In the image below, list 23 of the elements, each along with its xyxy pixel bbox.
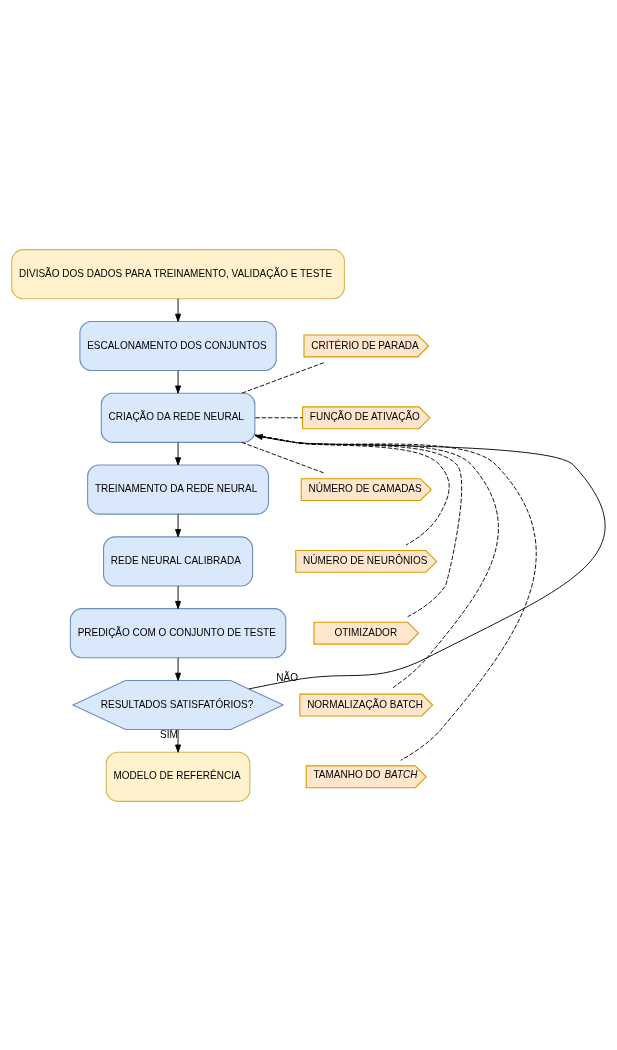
node-box: MODELO DE REFERÊNCIA [105,751,251,802]
node-box: CRIAÇÃO DA REDE NEURAL [100,392,256,443]
connector [241,361,325,394]
arrow [248,433,606,689]
arrow [175,656,182,681]
connector [254,434,463,617]
node-box: REDE NEURAL CALIBRADA [103,535,254,586]
node-box: TREINAMENTO DA REDE NEURAL [87,464,270,515]
connector [254,434,537,761]
node-box: ESCALONAMENTO DOS CONJUNTOS [79,320,277,371]
arrow [175,513,182,537]
arrow [175,728,182,753]
edge-label: SIM [160,728,178,740]
arrow [175,585,182,609]
connector [254,434,499,689]
node-box: PREDIÇÃO COM O CONJUNTO DE TESTE [69,607,287,658]
arrow [175,369,182,394]
arrow [175,441,182,465]
connector [254,416,303,418]
connector [241,441,325,474]
node-box: DIVISÃO DOS DADOS PARA TREINAMENTO, VALIDAÇÃO E TESTE [11,248,345,299]
arrow [175,297,182,322]
connector [254,433,450,545]
